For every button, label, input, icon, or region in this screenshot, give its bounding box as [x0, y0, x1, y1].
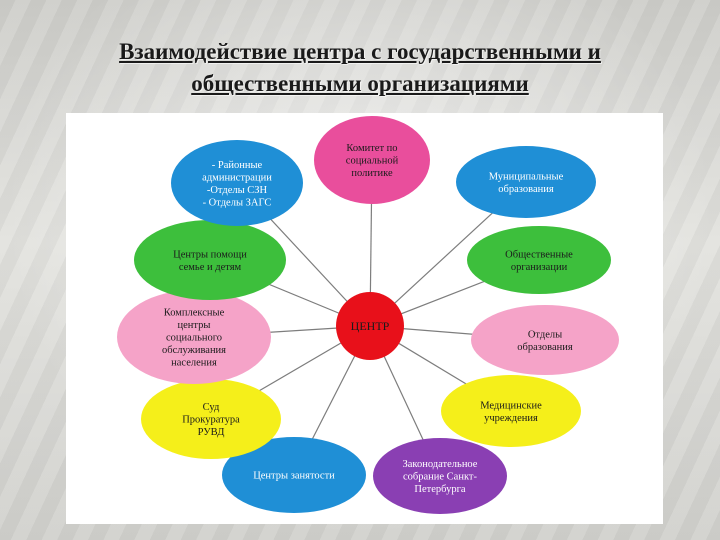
node-ellipse-family-help	[134, 220, 286, 300]
node-label-district: администрации	[202, 172, 272, 183]
node-ellipse-medical	[441, 375, 581, 447]
node-label-assembly: Законодательное	[403, 459, 478, 470]
title-line-2: общественными организациями	[191, 71, 529, 96]
node-label-family-help: семье и детям	[179, 262, 242, 273]
node-label-committee: социальной	[346, 156, 399, 167]
node-ellipse-district	[171, 140, 303, 226]
node-ellipse-municipal	[456, 146, 596, 218]
node-label-assembly: Петербурга	[414, 484, 465, 495]
node-label-municipal: образования	[498, 184, 554, 195]
center-label: ЦЕНТР	[351, 319, 390, 333]
node-ellipse-court	[141, 379, 281, 459]
center-node: ЦЕНТР	[336, 292, 404, 360]
node-label-assembly: собрание Санкт-	[403, 472, 478, 483]
center-circle	[336, 292, 404, 360]
node-label-municipal: Муниципальные	[489, 171, 564, 182]
node-ellipse-assembly	[373, 438, 507, 514]
node-label-committee: Комитет по	[346, 143, 397, 154]
node-medical: Медицинские учреждения	[441, 375, 581, 447]
node-ellipse-education	[471, 305, 619, 375]
node-ellipse-committee	[314, 116, 430, 204]
node-label-medical: Медицинские	[480, 400, 542, 411]
node-ellipse-employment	[222, 437, 366, 513]
node-family-help: Центры помощи семье и детям	[134, 220, 286, 300]
node-label-education: Отделы	[528, 329, 562, 340]
node-assembly: Законодательное собрание Санкт-Петербурга	[373, 438, 507, 514]
node-label-employment: Центры занятости	[253, 471, 335, 482]
node-label-court: РУВД	[198, 427, 225, 438]
title-line-1: Взаимодействие центра с государственными…	[119, 39, 601, 64]
node-label-district: - Районные	[212, 160, 263, 171]
node-label-social-service: социального	[166, 333, 222, 344]
node-ellipse-public-orgs	[467, 226, 611, 294]
node-label-district: -Отделы СЗН	[207, 185, 268, 196]
node-public-orgs: Общественные организации	[467, 226, 611, 294]
node-label-education: образования	[517, 342, 573, 353]
node-education: Отделы образования	[471, 305, 619, 375]
node-label-social-service: центры	[178, 320, 211, 331]
node-label-court: Суд	[203, 402, 220, 413]
node-employment: Центры занятости	[222, 437, 366, 513]
node-label-family-help: Центры помощи	[173, 249, 247, 260]
node-label-committee: политике	[351, 168, 393, 179]
node-label-court: Прокуратура	[182, 415, 240, 426]
node-label-social-service: обслуживания	[162, 345, 226, 356]
node-label-district: - Отделы ЗАГС	[203, 197, 272, 208]
node-label-social-service: Комплексные	[164, 308, 225, 319]
node-label-public-orgs: организации	[511, 262, 568, 273]
node-label-medical: учреждения	[484, 413, 538, 424]
node-label-social-service: населения	[171, 358, 217, 369]
node-ellipse-social-service	[117, 290, 271, 384]
node-label-public-orgs: Общественные	[505, 249, 573, 260]
slide-title: Взаимодействие центра с государственными…	[30, 36, 690, 100]
node-municipal: Муниципальные образования	[456, 146, 596, 218]
